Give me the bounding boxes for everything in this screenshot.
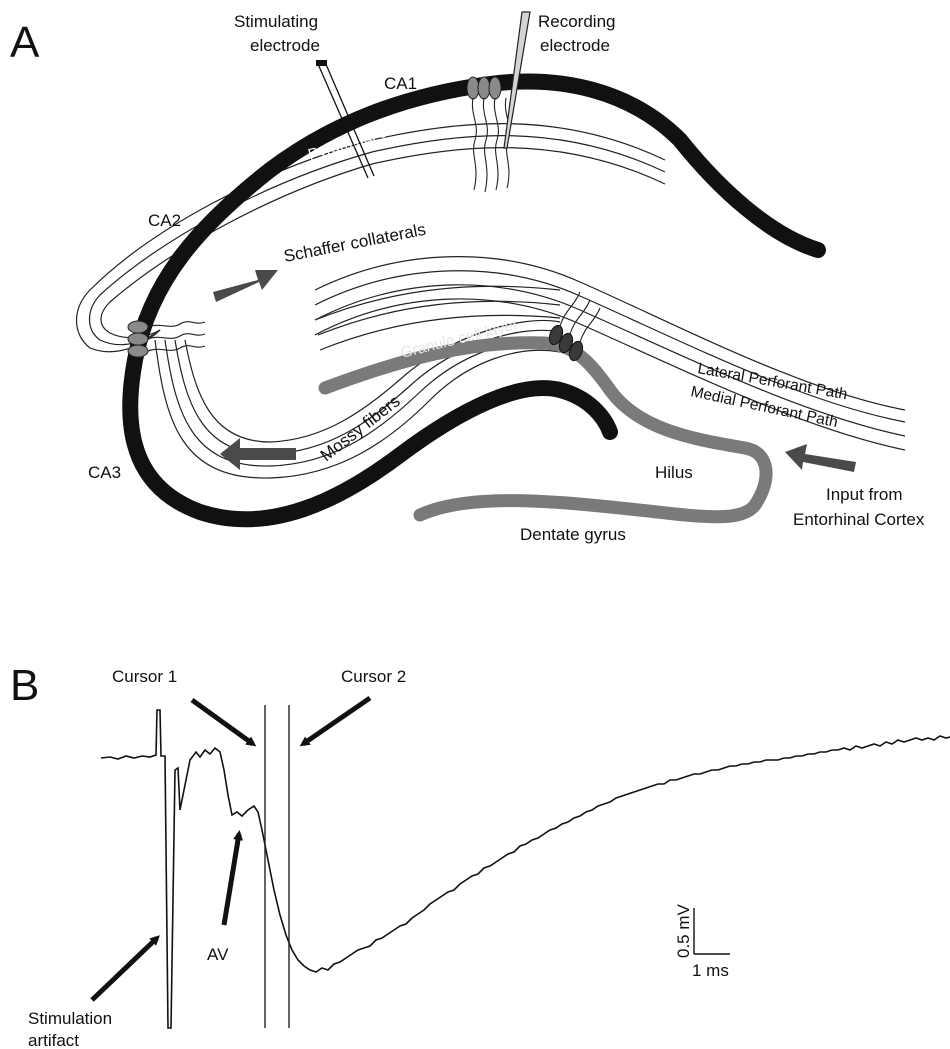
input-direction-arrow [785,444,856,472]
ca2-label: CA2 [148,211,181,230]
stimulation-artifact-label-2: artifact [28,1031,79,1049]
av-label: AV [207,945,229,964]
panel-b-letter: B [10,661,39,710]
recording-electrode-label-2: electrode [540,36,610,55]
panel-a-letter: A [10,18,40,67]
panel-a: A Pyramidal cell layer [10,12,925,544]
scale-bar: 0.5 mV 1 ms [674,903,730,980]
ca1-pyramidal-cells [467,77,509,192]
cursor-1-label: Cursor 1 [112,667,177,686]
cursor-2-label: Cursor 2 [341,667,406,686]
input-label-1: Input from [826,485,903,504]
input-label-2: Entorhinal Cortex [793,510,925,529]
ca3-label: CA3 [88,463,121,482]
stimulation-artifact-label-1: Stimulation [28,1009,112,1028]
panel-b: B Cursor 1 Cursor 2 AV Stimulation artif… [10,661,950,1049]
granule-cells [547,292,600,362]
schaffer-collaterals-label: Schaffer collaterals [282,220,427,266]
stimulating-electrode-label-1: Stimulating [234,12,318,31]
mossy-fiber-bundle [155,257,905,478]
cursor-1-arrow [192,700,253,744]
stimulating-electrode-label-2: electrode [250,36,320,55]
scale-bar-x-label: 1 ms [692,961,729,980]
hilus-label: Hilus [655,463,693,482]
stimulation-artifact-arrow [92,938,157,1000]
cursor-2-arrow [303,698,370,744]
ca1-label: CA1 [384,74,417,93]
scale-bar-y-label: 0.5 mV [674,903,693,958]
schaffer-direction-arrow [213,270,278,302]
field-potential-trace [101,710,950,1028]
recording-electrode-label-1: Recording [538,12,616,31]
av-arrow [224,834,239,925]
dentate-gyrus-label: Dentate gyrus [520,525,626,544]
